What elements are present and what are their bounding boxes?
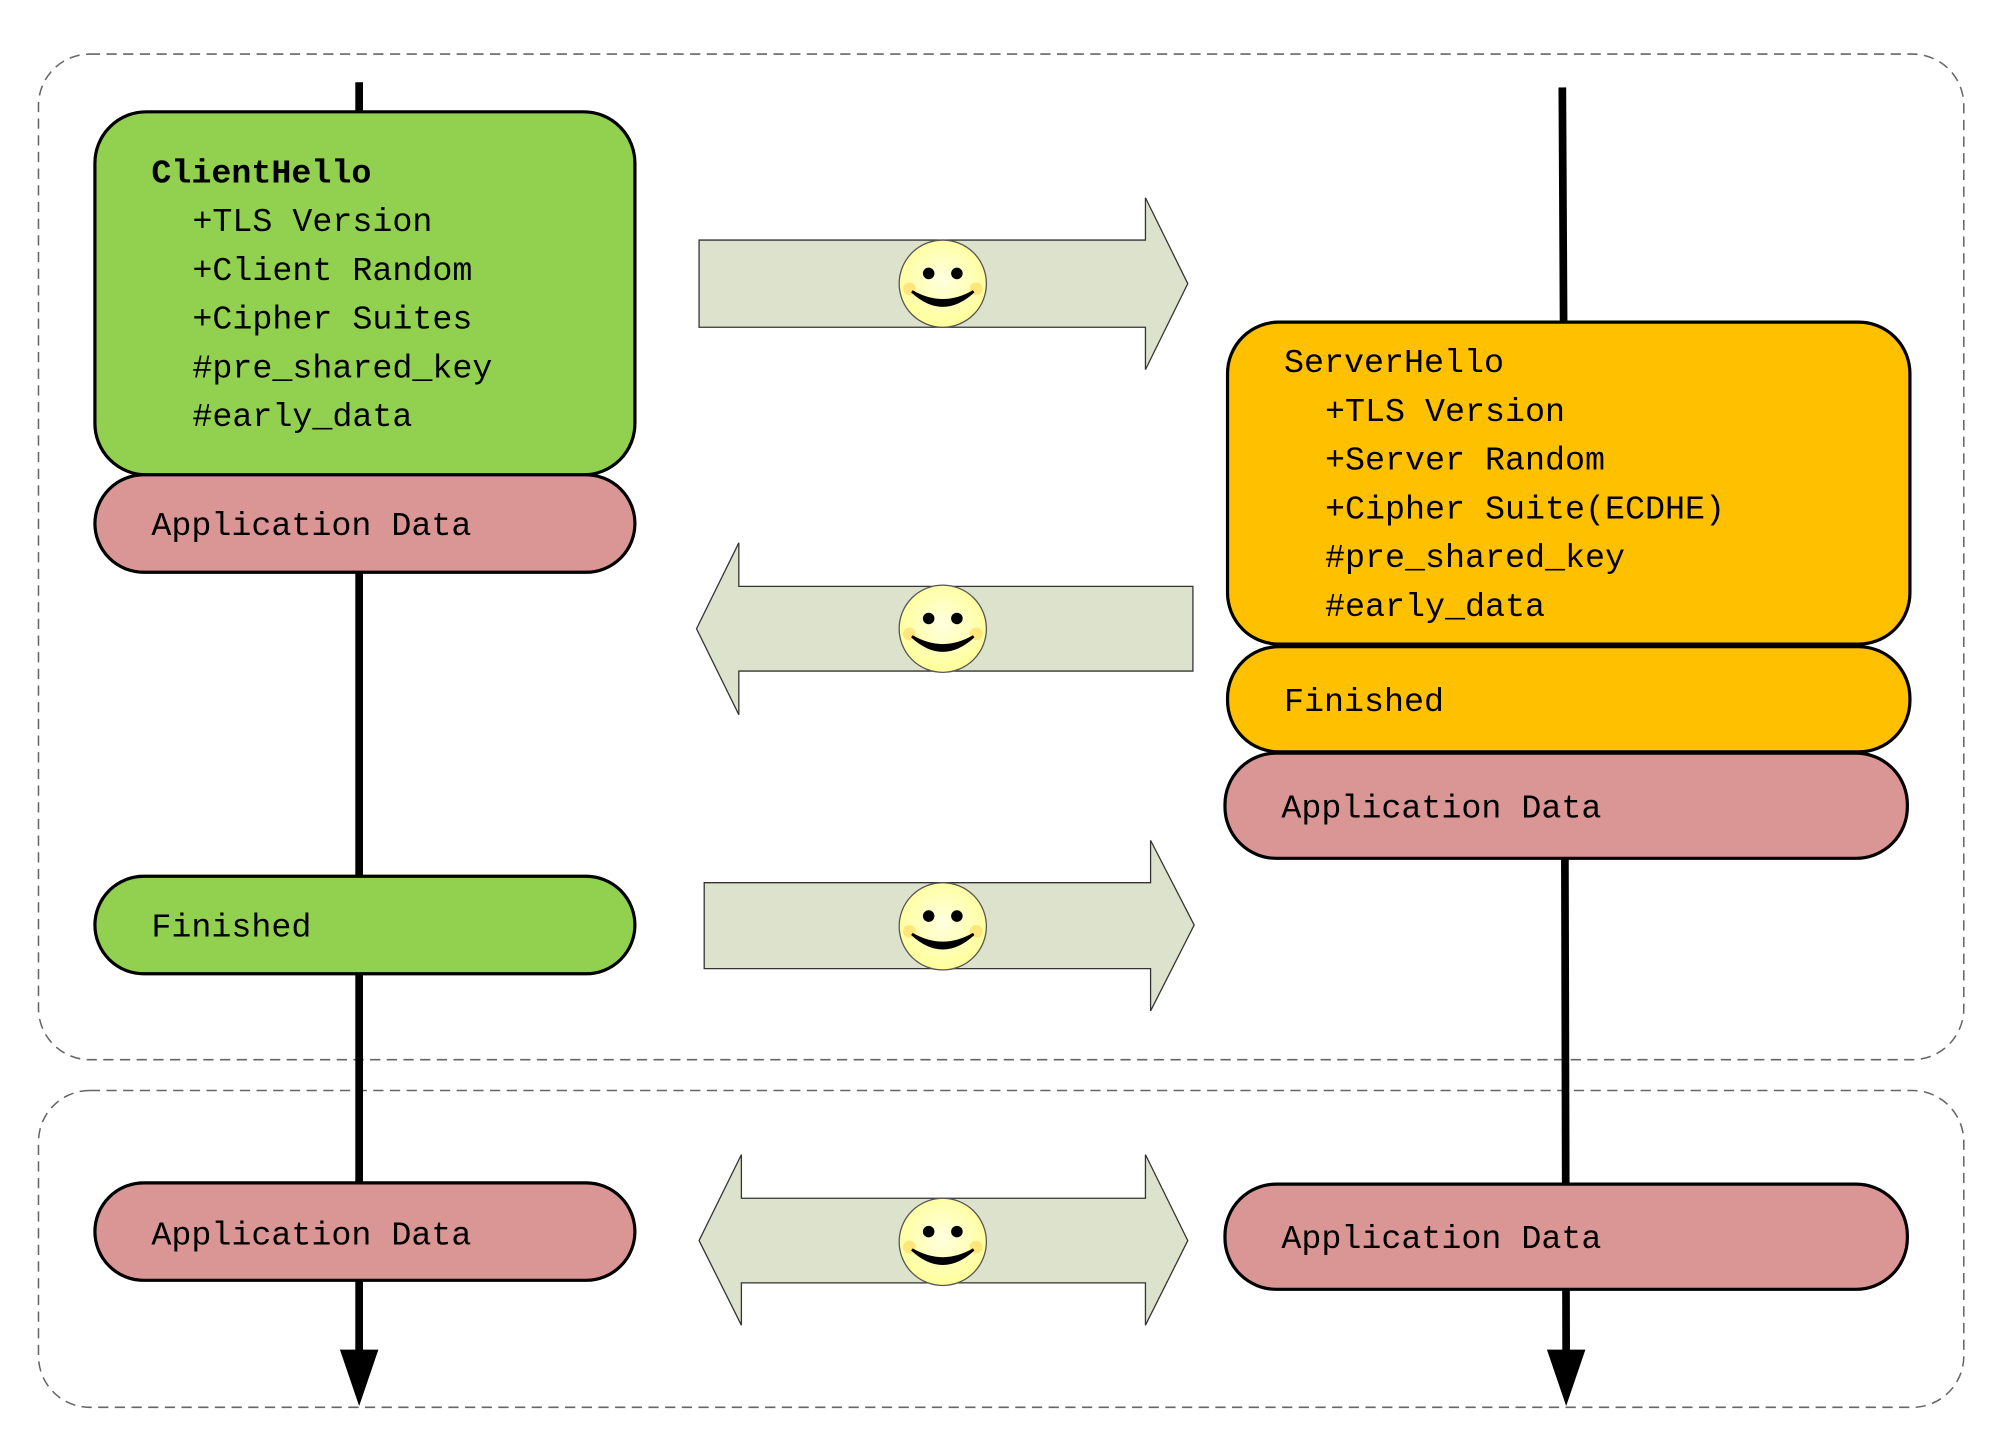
client-early-app-data-box: Application Data bbox=[93, 473, 637, 574]
client-finished-box: Finished bbox=[93, 874, 637, 976]
client-hello-arrow bbox=[698, 197, 1189, 370]
handshake-phase-box bbox=[37, 53, 1965, 1061]
server-hello-line: #early_data bbox=[1325, 589, 1545, 627]
lifeline-arrowhead-icon bbox=[1546, 1349, 1586, 1407]
server-hello-title: ServerHello bbox=[1284, 345, 1504, 383]
application-phase-box bbox=[37, 1089, 1965, 1409]
client-hello-line: #pre_shared_key bbox=[192, 350, 492, 388]
smiley-icon bbox=[897, 238, 988, 329]
server-app-data-box: Application Data bbox=[1223, 1182, 1909, 1291]
client-hello-box: ClientHello +TLS Version +Client Random … bbox=[93, 110, 637, 477]
client-hello-title: ClientHello bbox=[151, 155, 371, 193]
lifeline-arrowhead-icon bbox=[339, 1349, 379, 1407]
client-hello-line: +Cipher Suites bbox=[192, 302, 472, 340]
smiley-icon bbox=[897, 583, 988, 674]
client-app-data-label: Application Data bbox=[151, 1217, 471, 1255]
smiley-icon bbox=[897, 881, 988, 972]
app-data-bidirectional-arrow bbox=[698, 1154, 1189, 1326]
server-hello-line: #pre_shared_key bbox=[1325, 540, 1625, 578]
client-hello-line: +Client Random bbox=[192, 253, 472, 291]
server-hello-box: ServerHello +TLS Version +Server Random … bbox=[1225, 320, 1912, 646]
server-hello-arrow bbox=[695, 542, 1194, 715]
server-hello-line: +TLS Version bbox=[1325, 394, 1565, 432]
server-finished-box: Finished bbox=[1225, 645, 1912, 754]
client-early-app-data-label: Application Data bbox=[151, 508, 471, 546]
server-hello-line: +Server Random bbox=[1325, 443, 1605, 481]
server-early-app-data-box: Application Data bbox=[1223, 751, 1909, 860]
client-app-data-box: Application Data bbox=[93, 1181, 637, 1282]
smiley-icon bbox=[897, 1196, 988, 1287]
client-hello-line: #early_data bbox=[192, 399, 412, 437]
server-hello-line: +Cipher Suite(ECDHE) bbox=[1325, 491, 1725, 529]
client-hello-line: +TLS Version bbox=[192, 204, 432, 242]
client-finished-arrow bbox=[703, 840, 1195, 1012]
server-early-app-data-label: Application Data bbox=[1281, 790, 1601, 828]
client-finished-label: Finished bbox=[151, 910, 311, 948]
server-app-data-label: Application Data bbox=[1281, 1221, 1601, 1259]
server-finished-label: Finished bbox=[1284, 684, 1444, 722]
